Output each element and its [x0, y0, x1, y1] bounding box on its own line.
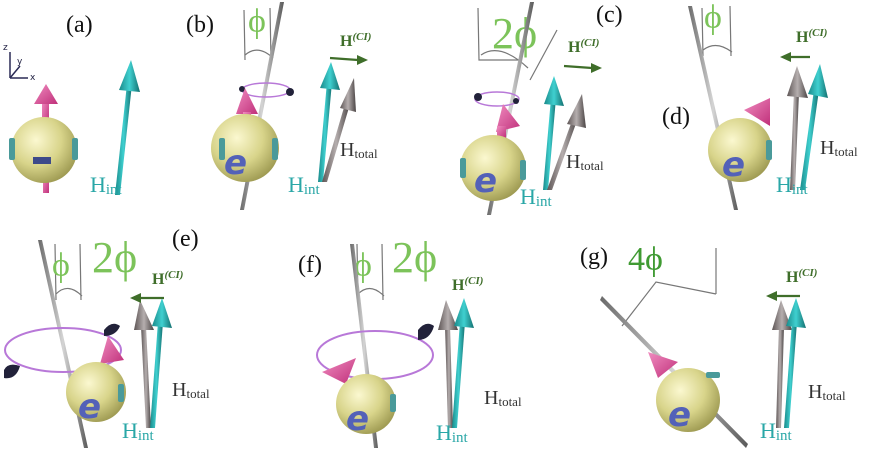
panel-g-label: (g)	[580, 244, 608, 270]
h-int-label: Hint	[760, 418, 793, 444]
h-int-arrow	[543, 98, 556, 190]
h-int-label: Hint	[122, 418, 155, 444]
axis-x-label: x	[30, 73, 36, 83]
panel-f-label: (f)	[298, 252, 322, 278]
h-total-label: Htotal	[484, 387, 522, 409]
spin-arrow	[496, 104, 520, 132]
h-int-arrow	[800, 90, 819, 190]
orbit-ring	[4, 327, 122, 373]
electron-label: e	[224, 143, 247, 183]
h-cl-label: H(CI)	[152, 269, 183, 288]
axis-y-label: y	[17, 57, 23, 67]
spin-arrow	[322, 358, 356, 384]
h-total-label: Htotal	[566, 151, 604, 173]
h-total-label: Htotal	[820, 137, 858, 159]
electron-sphere	[656, 368, 720, 432]
spin-arrow	[236, 88, 258, 114]
h-total-arrow	[547, 118, 578, 190]
panel-d: (d) ϕ e H(CI) Hint Htotal	[662, 0, 858, 210]
h-cl-arrow	[563, 64, 593, 70]
minus-sign	[33, 157, 51, 164]
spin-arrow	[100, 336, 124, 364]
electron-sphere	[66, 362, 126, 422]
h-total-arrow	[445, 326, 453, 428]
electron-sphere	[211, 114, 279, 182]
panel-c: (c) 2ϕ e H(CI) Hint Htotal	[460, 2, 623, 215]
h-int-arrow	[318, 82, 332, 182]
spin-arrow	[744, 98, 770, 126]
h-int-arrow	[452, 322, 465, 428]
panel-e: (e) ϕ 2ϕ e H(CI) Hint Htotal	[4, 226, 210, 448]
h-int-label: Hint	[776, 172, 809, 198]
panel-c-label: (c)	[596, 2, 623, 28]
charge-sphere	[11, 117, 77, 183]
electron-label: e	[474, 161, 497, 201]
axis-triad: z y x	[3, 43, 36, 83]
angle-small-label: ϕ	[52, 247, 70, 284]
h-int-label: Hint	[90, 172, 123, 198]
panel-a: (a) z y x Hint	[3, 12, 140, 198]
h-total-label: Htotal	[808, 381, 846, 403]
spin-arrow	[34, 84, 58, 193]
h-int-label: Hint	[288, 172, 321, 198]
ring-right	[72, 138, 78, 160]
electron-label: e	[722, 145, 745, 185]
angle-label: 4ϕ	[628, 241, 663, 278]
panel-g: (g) 4ϕ e H(CI) Hint Htotal	[580, 241, 846, 448]
h-int-arrow	[115, 60, 140, 195]
panel-f: (f) ϕ 2ϕ e H(CI) Hint Htotal	[298, 233, 522, 448]
electron-label: e	[78, 387, 101, 427]
angle-label: ϕ	[248, 3, 266, 40]
h-total-arrow	[141, 326, 151, 428]
angle-small-label: ϕ	[354, 247, 372, 284]
electron-label: e	[668, 395, 691, 435]
h-cl-label: H(CI)	[340, 31, 371, 50]
h-cl-label: H(CI)	[452, 275, 483, 294]
angle-big-label: 2ϕ	[392, 233, 437, 282]
ring-left	[9, 138, 15, 160]
h-total-arrow	[322, 104, 350, 182]
panel-d-label: (d)	[662, 104, 690, 130]
spin-arrow	[648, 352, 678, 378]
electron-sphere	[708, 118, 772, 182]
electron-sphere	[336, 374, 396, 434]
h-total-arrow	[776, 326, 784, 428]
angle-big-label: 2ϕ	[92, 233, 137, 282]
panel-b-label: (b)	[186, 12, 214, 38]
panel-e-label: (e)	[172, 226, 199, 252]
h-int-label: Hint	[436, 420, 469, 446]
h-int-arrow	[784, 322, 797, 428]
panel-b: (b) ϕ e H(CI) Hint Htotal	[186, 2, 378, 210]
h-int-arrow	[150, 322, 163, 428]
h-total-arrow	[790, 92, 799, 190]
electron-label: e	[346, 399, 369, 439]
h-cl-arrow	[329, 56, 359, 62]
h-cl-label: H(CI)	[796, 27, 827, 46]
h-total-label: Htotal	[340, 139, 378, 161]
h-cl-label: H(CI)	[568, 37, 599, 56]
angle-label: ϕ	[704, 0, 722, 36]
axis-z-label: z	[3, 43, 8, 53]
electron-sphere	[460, 135, 526, 201]
h-int-label: Hint	[520, 184, 553, 210]
h-total-label: Htotal	[172, 379, 210, 401]
panel-a-label: (a)	[66, 12, 93, 38]
h-cl-label: H(CI)	[786, 267, 817, 286]
